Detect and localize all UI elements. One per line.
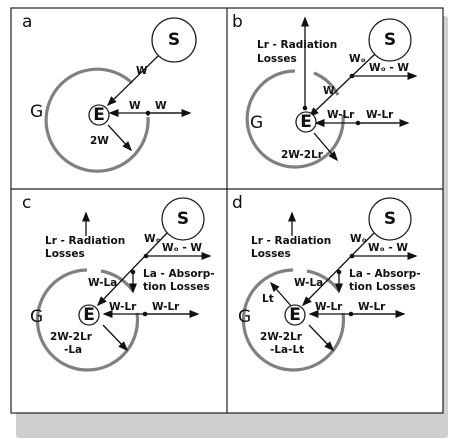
- label-w0-minus-w: Wₒ - W: [369, 62, 409, 74]
- label-output: 2W-2Lr: [260, 331, 303, 343]
- earth-label: E: [300, 112, 312, 132]
- panel-letter: b: [232, 12, 243, 32]
- junction-dot: [349, 253, 355, 259]
- junction-dot: [302, 105, 308, 111]
- emission-arrow: [107, 124, 133, 152]
- label-wlr-in: W-Lr: [315, 301, 343, 313]
- junction-dot: [349, 73, 355, 79]
- label-wlr-out: W-Lr: [358, 301, 386, 313]
- sun-label: S: [384, 30, 396, 50]
- orbit-g-label: G: [30, 307, 43, 327]
- label-2w: 2W: [90, 135, 109, 147]
- junction-dot: [142, 311, 148, 317]
- panel-letter: a: [22, 12, 32, 32]
- label-w-in: W: [129, 100, 141, 112]
- sun: [368, 197, 412, 241]
- sunlight-arrow: [301, 232, 375, 307]
- label-wlr-in: W-Lr: [109, 301, 137, 313]
- orbit-g: [44, 67, 150, 173]
- panel-a: a G S E W W W 2W: [22, 12, 197, 173]
- label-w-la: W-La: [88, 277, 117, 289]
- label-w-diag: W: [323, 85, 335, 97]
- junction-dot: [348, 311, 354, 317]
- label-output: 2W-2Lr: [50, 331, 93, 343]
- label-losses: Losses: [257, 53, 297, 65]
- sun: [161, 197, 205, 241]
- junction-dot: [130, 269, 136, 275]
- earth: [88, 104, 110, 126]
- label-wlr-in: W-Lr: [327, 109, 355, 121]
- earth-label: E: [83, 305, 95, 325]
- orbit-g-label: G: [250, 113, 263, 133]
- sun-label: S: [177, 209, 189, 229]
- earth: [78, 304, 100, 326]
- label-w0: Wₒ: [350, 233, 367, 245]
- panel-letter: d: [232, 193, 243, 213]
- orbit-g-upper: [313, 71, 340, 96]
- panel-d: d G S E Lr - Radiation Losses Wₒ Wₒ - W …: [232, 193, 421, 372]
- label-w-out: W: [155, 100, 167, 112]
- emission-arrow: [313, 132, 338, 162]
- earth-label: E: [93, 105, 105, 125]
- sunlight-arrow: [308, 53, 376, 118]
- orbit-g-label: G: [238, 307, 251, 327]
- panel-b: b G S E Lr - Radiation Losses Wₒ Wₒ - W …: [232, 12, 418, 169]
- sunlight-arrow: [96, 232, 168, 307]
- label-w-diag: W: [136, 65, 148, 77]
- sun: [151, 17, 197, 63]
- sun-label: S: [168, 30, 180, 50]
- label-output: 2W-2Lr: [281, 149, 324, 161]
- orbit-g: [241, 268, 346, 372]
- label-absorption: La - Absorp-: [143, 268, 215, 280]
- earth: [284, 304, 306, 326]
- orbit-g: [245, 69, 345, 169]
- label-losses: Losses: [45, 248, 85, 260]
- label-lt: Lt: [262, 293, 274, 305]
- sun: [368, 18, 412, 62]
- label-absorption-2: tion Losses: [349, 281, 416, 293]
- label-w0: Wₒ: [349, 53, 366, 65]
- label-w0-minus-w: Wₒ - W: [368, 242, 408, 254]
- label-absorption-2: tion Losses: [143, 281, 210, 293]
- label-radiation: Lr - Radiation: [45, 235, 125, 247]
- panel-c: c G S E Lr - Radiation Losses Wₒ Wₒ - W …: [22, 193, 215, 372]
- label-output-2: -La-Lt: [270, 344, 304, 356]
- junction-dot: [145, 110, 151, 116]
- sunlight-arrow: [106, 55, 159, 107]
- junction-dot: [143, 253, 149, 259]
- emission-arrow: [102, 324, 129, 352]
- orbit-g-label: G: [30, 102, 43, 122]
- junction-dot: [355, 120, 361, 126]
- orbit-g: [35, 268, 140, 372]
- label-absorption: La - Absorp-: [349, 268, 421, 280]
- panel-letter: c: [22, 193, 31, 213]
- emission-arrow: [308, 324, 335, 352]
- label-w-la: W-La: [294, 277, 323, 289]
- label-radiation: Lr - Radiation: [251, 235, 331, 247]
- label-losses: Losses: [251, 248, 291, 260]
- label-wlr-out: W-Lr: [152, 301, 180, 313]
- earth: [295, 111, 317, 133]
- label-radiation: Lr - Radiation: [257, 39, 337, 51]
- label-output-2: -La: [64, 344, 82, 356]
- transmission-arrow: [270, 281, 293, 308]
- junction-dot: [336, 269, 342, 275]
- sun-label: S: [384, 209, 396, 229]
- earth-label: E: [289, 305, 301, 325]
- label-w0-minus-w: Wₒ - W: [162, 242, 202, 254]
- label-w0: Wₒ: [144, 233, 161, 245]
- label-wlr-out: W-Lr: [366, 109, 394, 121]
